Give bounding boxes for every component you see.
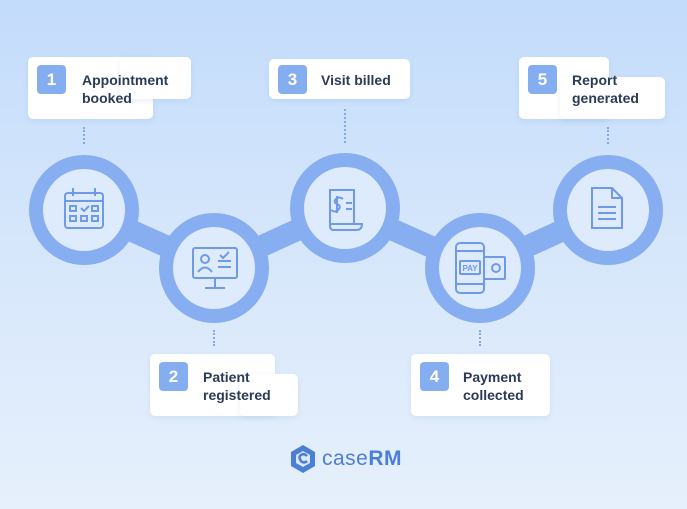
step-1-card-extension xyxy=(120,57,191,99)
step-4-label: Payment collected xyxy=(463,369,524,403)
brand-logo: caseRM xyxy=(290,443,402,475)
pay-text: PAY xyxy=(462,264,478,273)
brand-name-bold: RM xyxy=(368,447,403,470)
invoice-icon xyxy=(329,189,364,231)
step-2-label: Patient registered xyxy=(203,369,271,403)
mobile-pay-icon xyxy=(455,242,506,294)
step-1-badge: 1 xyxy=(37,65,66,94)
connector-dots-2 xyxy=(213,330,215,346)
connector-dots-3 xyxy=(344,109,346,143)
hexagon-c-icon xyxy=(291,445,315,473)
step-1-node xyxy=(29,155,139,265)
step-3-badge: 3 xyxy=(278,65,307,94)
connector-dots-5 xyxy=(607,127,609,144)
step-2-card-extension xyxy=(240,374,298,416)
step-2-badge: 2 xyxy=(159,362,188,391)
step-2-node xyxy=(159,213,269,323)
connector-dots-4 xyxy=(479,330,481,346)
connector-dots-1 xyxy=(83,127,85,144)
step-4-badge: 4 xyxy=(420,362,449,391)
document-icon xyxy=(591,187,623,229)
step-1-label: Appointment booked xyxy=(82,72,169,106)
step-3-node xyxy=(290,153,400,263)
monitor-profile-icon xyxy=(192,247,238,289)
step-5-node xyxy=(553,155,663,265)
step-4-node: PAY xyxy=(425,213,535,323)
brand-name-light: case xyxy=(322,447,369,470)
step-5-label: Report generated xyxy=(572,72,639,106)
brand-name: caseRM xyxy=(322,443,402,475)
step-5-card-extension xyxy=(560,77,665,119)
calendar-icon xyxy=(64,188,104,229)
step-3-label: Visit billed xyxy=(321,72,391,88)
step-5-badge: 5 xyxy=(528,65,557,94)
